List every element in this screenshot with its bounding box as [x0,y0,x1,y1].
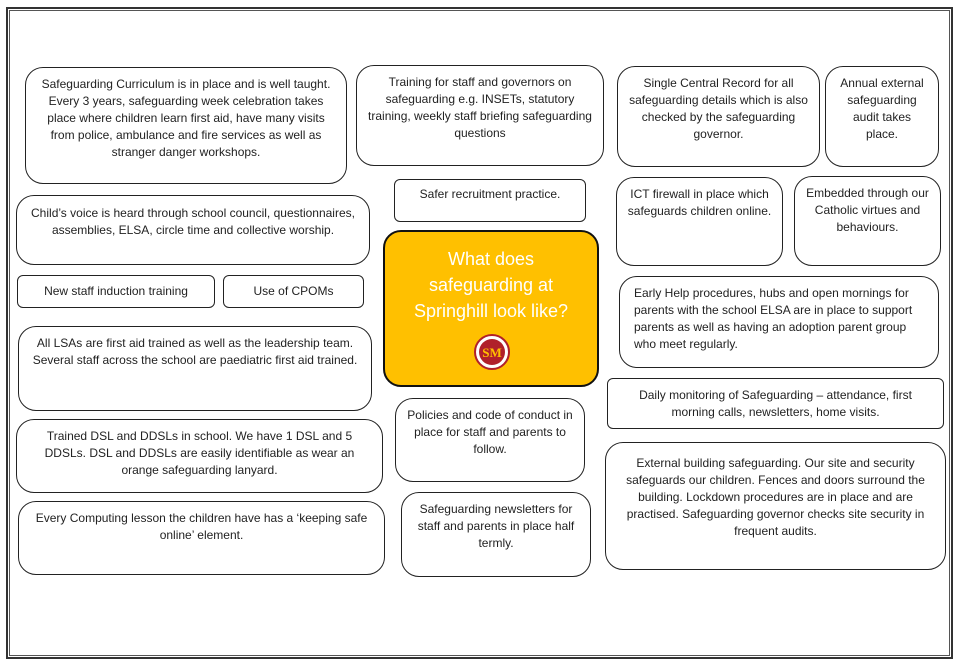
box-first-aid: All LSAs are first aid trained as well a… [18,326,372,411]
inner-frame [9,10,950,656]
central-question: What does safeguarding at Springhill loo… [383,230,599,387]
box-catholic: Embedded through our Catholic virtues an… [794,176,941,266]
induction-text: New staff induction training [44,284,188,298]
policies-text: Policies and code of conduct in place fo… [407,408,573,456]
outer-frame [6,7,953,659]
recruitment-text: Safer recruitment practice. [419,187,561,201]
box-recruitment: Safer recruitment practice. [394,179,586,222]
box-dsl: Trained DSL and DDSLs in school. We have… [16,419,383,493]
box-induction: New staff induction training [17,275,215,308]
early-help-text: Early Help procedures, hubs and open mor… [634,286,913,351]
box-external-building: External building safeguarding. Our site… [605,442,946,570]
newsletters-text: Safeguarding newsletters for staff and p… [417,502,575,550]
dsl-text: Trained DSL and DDSLs in school. We have… [44,429,355,477]
box-firewall: ICT firewall in place which safeguards c… [616,177,783,266]
box-scr: Single Central Record for all safeguardi… [617,66,820,167]
logo-letters: SM [482,345,502,360]
box-training: Training for staff and governors on safe… [356,65,604,166]
cpoms-text: Use of CPOMs [253,284,334,298]
box-daily-monitoring: Daily monitoring of Safeguarding – atten… [607,378,944,429]
box-early-help: Early Help procedures, hubs and open mor… [619,276,939,368]
catholic-text: Embedded through our Catholic virtues an… [806,186,929,234]
computing-text: Every Computing lesson the children have… [35,511,368,542]
daily-monitoring-text: Daily monitoring of Safeguarding – atten… [639,387,912,419]
audit-text: Annual external safeguarding audit takes… [840,76,924,141]
box-policies: Policies and code of conduct in place fo… [395,398,585,482]
box-cpoms: Use of CPOMs [223,275,364,308]
childs-voice-text: Child’s voice is heard through school co… [31,206,355,237]
scr-text: Single Central Record for all safeguardi… [629,76,808,141]
box-newsletters: Safeguarding newsletters for staff and p… [401,492,591,577]
box-curriculum: Safeguarding Curriculum is in place and … [25,67,347,184]
training-text: Training for staff and governors on safe… [368,75,592,140]
firewall-text: ICT firewall in place which safeguards c… [627,187,772,218]
first-aid-text: All LSAs are first aid trained as well a… [32,336,358,367]
box-childs-voice: Child’s voice is heard through school co… [16,195,370,265]
box-audit: Annual external safeguarding audit takes… [825,66,939,167]
school-logo-icon: SM [474,334,510,370]
central-title: What does safeguarding at Springhill loo… [413,249,569,321]
curriculum-text: Safeguarding Curriculum is in place and … [41,77,331,159]
external-building-text: External building safeguarding. Our site… [626,456,925,538]
box-computing: Every Computing lesson the children have… [18,501,385,575]
